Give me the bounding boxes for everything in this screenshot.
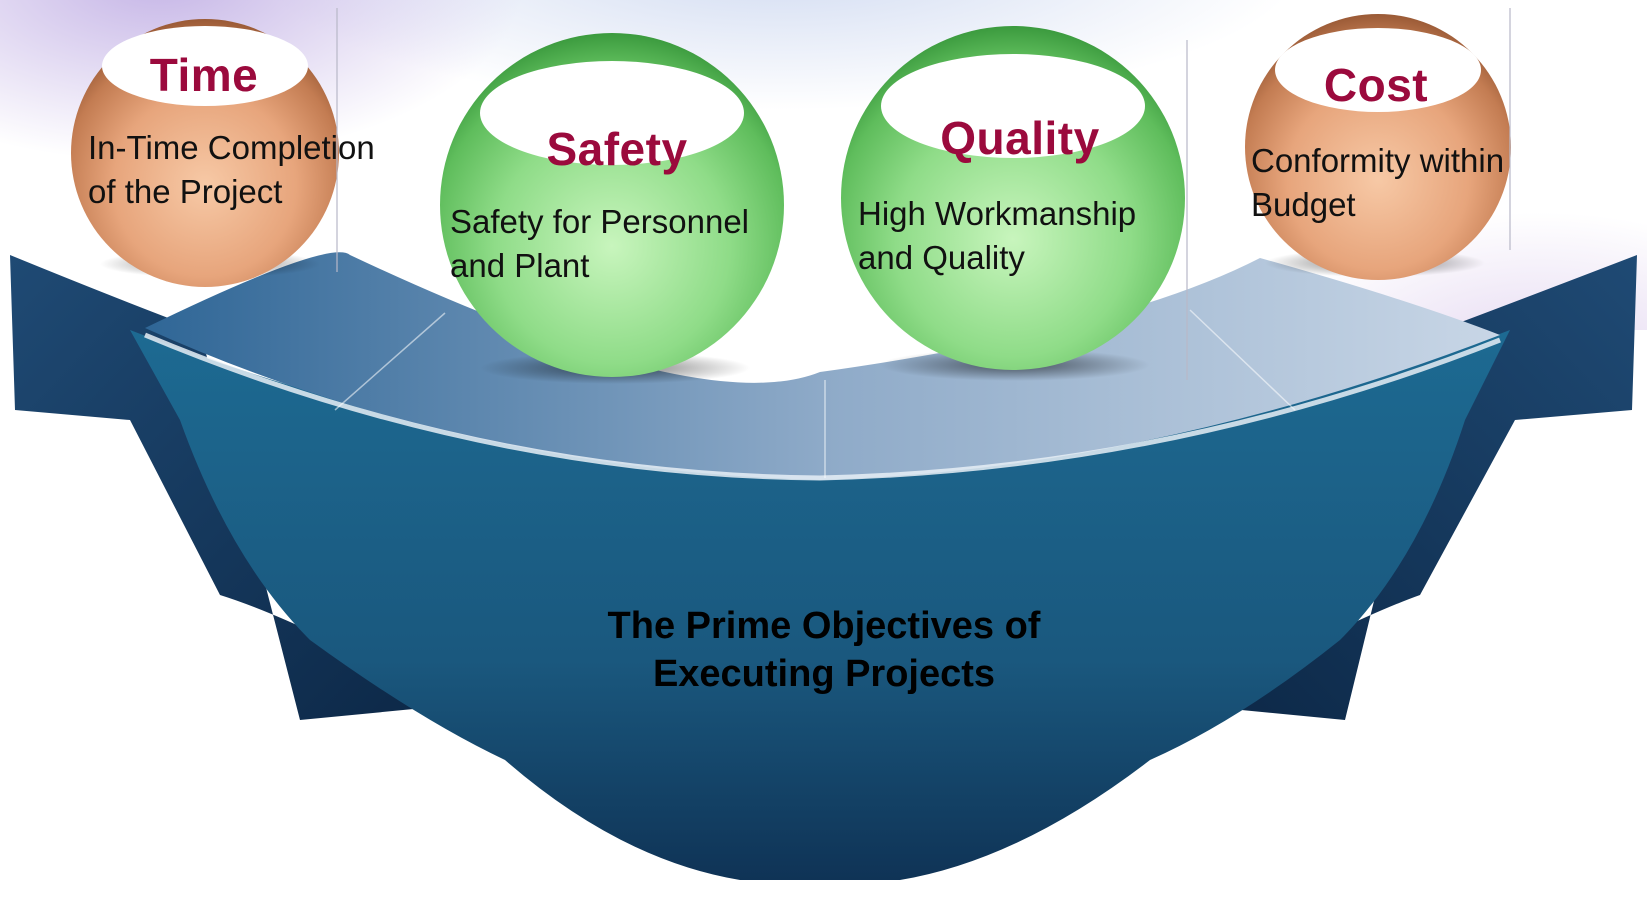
bowl-body (130, 330, 1510, 880)
vertical-separators (336, 8, 1511, 380)
time-title: Time (149, 49, 259, 101)
sphere-cost (1245, 14, 1511, 280)
quality-description: High Workmanship and Quality (858, 195, 1137, 276)
safety-title: Safety (546, 123, 688, 175)
sphere-time (71, 19, 339, 287)
safety-description: Safety for Personnel and Plant (450, 203, 749, 284)
band-dividers (334, 309, 1296, 478)
quality-title: Quality (940, 112, 1100, 164)
sphere-quality (841, 26, 1185, 381)
bowl-band-rim (144, 332, 1501, 481)
center-caption: The Prime Objectives of Executing Projec… (607, 605, 1041, 695)
cost-title: Cost (1323, 59, 1429, 111)
cost-description: Conformity within Budget (1251, 142, 1505, 223)
sphere-safety (440, 33, 784, 384)
time-description: In-Time Completion of the Project (88, 129, 375, 210)
bowl-top-band (145, 252, 1500, 480)
